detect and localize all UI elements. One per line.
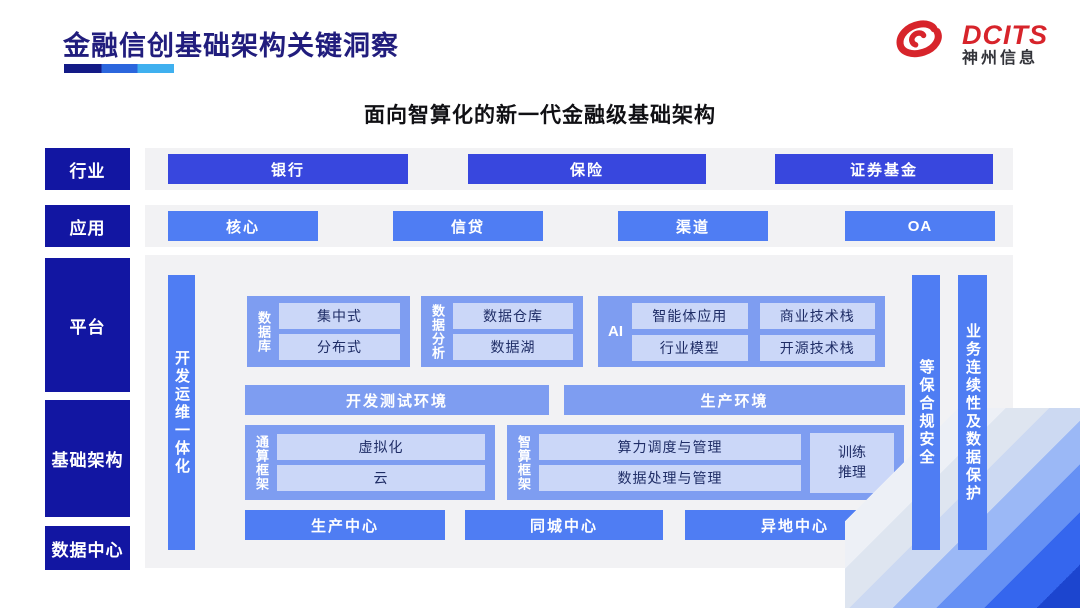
devops-vertical-bar: 开发运维一体化 xyxy=(168,275,195,550)
application-chip-credit: 信贷 xyxy=(393,211,543,241)
devtest-environment-bar: 开发测试环境 xyxy=(245,385,549,415)
center-chip-samecity: 同城中心 xyxy=(465,510,663,540)
database-item-distributed: 分布式 xyxy=(279,334,400,360)
brand-company: 神州信息 xyxy=(962,50,1039,68)
devops-vertical-bar-label: 开发运维一体化 xyxy=(173,349,190,476)
security-vertical-bar: 等保合规安全 xyxy=(912,275,940,550)
title-accent-bar xyxy=(64,64,174,73)
group-database: 数据库 集中式 分布式 xyxy=(247,296,410,367)
ai-item-commercial-stack: 商业技术栈 xyxy=(759,302,875,329)
ai-group-label: AI xyxy=(608,323,623,340)
industry-chip-securities: 证券基金 xyxy=(775,154,993,184)
ai-item-industry-models: 行业模型 xyxy=(632,334,748,361)
intelligent-item-compute-scheduling: 算力调度与管理 xyxy=(539,434,801,460)
security-vertical-bar-label: 等保合规安全 xyxy=(917,358,935,467)
industry-chip-bank: 银行 xyxy=(168,154,408,184)
ai-item-opensource-stack: 开源技术栈 xyxy=(759,334,875,361)
sidebar-item-datacenter: 数据中心 xyxy=(45,526,130,570)
general-item-cloud: 云 xyxy=(277,465,485,491)
database-group-label: 数据库 xyxy=(256,310,271,353)
ai-item-agent-apps: 智能体应用 xyxy=(632,302,748,329)
application-chip-core: 核心 xyxy=(168,211,318,241)
brand-logo: DCITS 神州信息 xyxy=(889,16,1048,73)
analytics-item-data-lake: 数据湖 xyxy=(453,334,573,360)
group-general-computing: 通算框架 虚拟化 云 xyxy=(245,425,495,500)
continuity-vertical-bar-label: 业务连续性及数据保护 xyxy=(964,322,981,503)
brand-name: DCITS xyxy=(962,19,1048,50)
application-chip-channel: 渠道 xyxy=(618,211,768,241)
sidebar-item-infrastructure: 基础架构 xyxy=(45,400,130,517)
group-data-analytics: 数据分析 数据仓库 数据湖 xyxy=(421,296,583,367)
center-chip-production: 生产中心 xyxy=(245,510,445,540)
general-computing-group-label: 通算框架 xyxy=(254,434,269,491)
industry-chip-insurance: 保险 xyxy=(468,154,706,184)
analytics-item-data-warehouse: 数据仓库 xyxy=(453,303,573,329)
intelligent-computing-group-label: 智算框架 xyxy=(516,434,531,491)
application-chip-oa: OA xyxy=(845,211,995,241)
intelligent-item-data-processing: 数据处理与管理 xyxy=(539,465,801,491)
sidebar-item-platform: 平台 xyxy=(45,258,130,392)
sidebar-item-industry: 行业 xyxy=(45,148,130,190)
diagram-title: 面向智算化的新一代金融级基础架构 xyxy=(364,104,716,127)
database-item-centralized: 集中式 xyxy=(279,303,400,329)
logo-swirl-icon xyxy=(889,16,953,73)
analytics-group-label: 数据分析 xyxy=(430,303,445,360)
page-title: 金融信创基础架构关键洞察 xyxy=(63,31,399,61)
general-item-virtualization: 虚拟化 xyxy=(277,434,485,460)
sidebar-item-application: 应用 xyxy=(45,205,130,247)
continuity-vertical-bar: 业务连续性及数据保护 xyxy=(958,275,987,550)
group-ai: AI 智能体应用 商业技术栈 行业模型 开源技术栈 xyxy=(598,296,885,367)
